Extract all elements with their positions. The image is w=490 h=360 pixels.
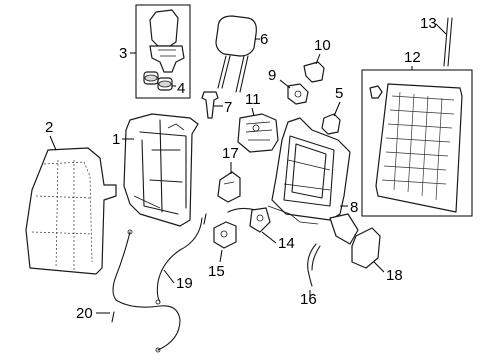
callout-20: 20 [76, 305, 93, 322]
callout-1: 1 [112, 131, 120, 148]
callout-16: 16 [300, 291, 317, 308]
callout-19: 19 [176, 275, 193, 292]
part-17-side-cover [217, 171, 241, 203]
callout-14: 14 [278, 235, 295, 252]
group-box-12 [361, 69, 473, 217]
part-7-headrest-lock [201, 91, 219, 119]
callout-2: 2 [45, 119, 53, 136]
callout-7: 7 [224, 99, 232, 116]
part-19-release-cable [155, 213, 207, 305]
callout-18: 18 [386, 267, 403, 284]
callout-9: 9 [268, 67, 276, 84]
part-8-seat-back-frame [267, 117, 359, 245]
part-16-strap [307, 243, 321, 287]
part-20-release-cable-lower [111, 229, 181, 353]
group-box-3-4 [135, 4, 191, 99]
part-3-headrest-guide [149, 9, 185, 73]
part-5-clip [321, 113, 341, 135]
callout-10: 10 [314, 37, 331, 54]
callout-6: 6 [260, 31, 268, 48]
callout-12: 12 [404, 49, 421, 66]
part-10-release-handle [303, 61, 325, 83]
callout-4: 4 [177, 80, 185, 97]
part-11-lock-mechanism [237, 113, 279, 153]
callout-5: 5 [335, 85, 343, 102]
part-14-release-lever [227, 207, 271, 233]
part-1-seat-back-pad [123, 113, 199, 227]
part-6-headrest [215, 15, 257, 93]
part-18-trim-cover [351, 227, 381, 269]
part-12-back-panel [369, 83, 463, 213]
callout-11: 11 [245, 91, 261, 108]
part-9-bracket [287, 83, 309, 105]
callout-15: 15 [208, 263, 225, 280]
part-2-seat-back-cover [25, 147, 117, 275]
callout-8: 8 [350, 199, 358, 216]
part-15-actuator [213, 221, 237, 249]
part-4-headrest-support [143, 71, 173, 91]
callout-3: 3 [119, 45, 127, 62]
callout-17: 17 [222, 145, 239, 162]
part-13-rod [443, 17, 453, 67]
callout-13: 13 [420, 15, 437, 32]
